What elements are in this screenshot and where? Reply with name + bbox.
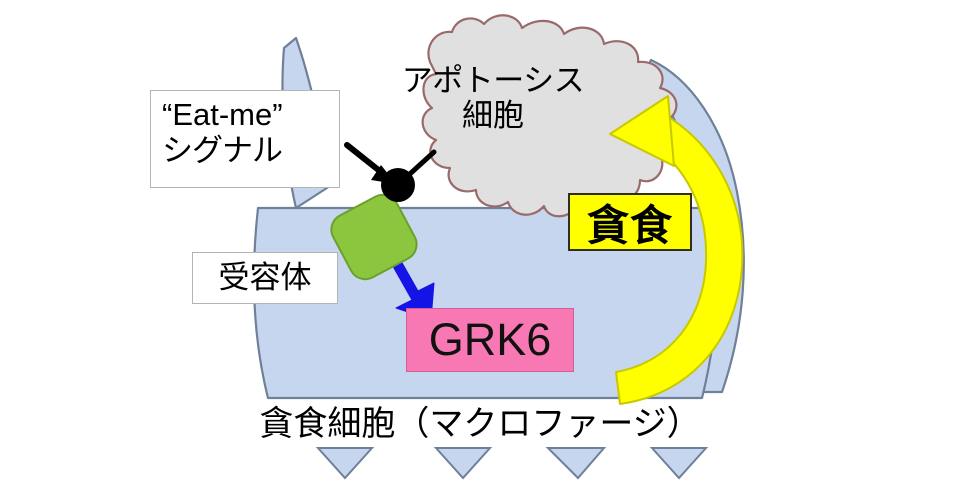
eat-me-label-line2: シグナル (162, 132, 283, 168)
phagocytosis-tag: 貪食 (568, 193, 692, 251)
receptor-callout: 受容体 (192, 252, 338, 304)
eat-me-signal-dot-group (344, 142, 437, 202)
receptor-shape (330, 193, 418, 281)
apoptotic-cell-label-line1: アポトーシス (401, 63, 585, 98)
receptor-label: 受容体 (218, 260, 312, 296)
yellow-curved-arrow (609, 95, 744, 405)
grk6-label: GRK6 (428, 314, 552, 365)
apoptotic-cell-label-line2: 細胞 (462, 97, 524, 133)
macrophage-foot-2 (433, 447, 493, 480)
eat-me-label-line1: “Eat-me” (162, 97, 283, 132)
eat-me-signal-callout: “Eat-me” シグナル (150, 90, 340, 188)
apoptotic-cell-blob (421, 14, 678, 218)
phagocytosis-label: 貪食 (586, 201, 673, 249)
eat-me-signal-dot (381, 168, 415, 202)
macrophage-foot-3 (545, 447, 607, 480)
macrophage-foot-1 (315, 447, 375, 480)
macrophage-foot-4 (649, 447, 709, 480)
figure-caption: 貪食細胞（マクロファージ） (259, 405, 701, 443)
apoptotic-cell-label: アポトーシス 細胞 (383, 63, 603, 133)
grk6-box: GRK6 (406, 308, 574, 372)
